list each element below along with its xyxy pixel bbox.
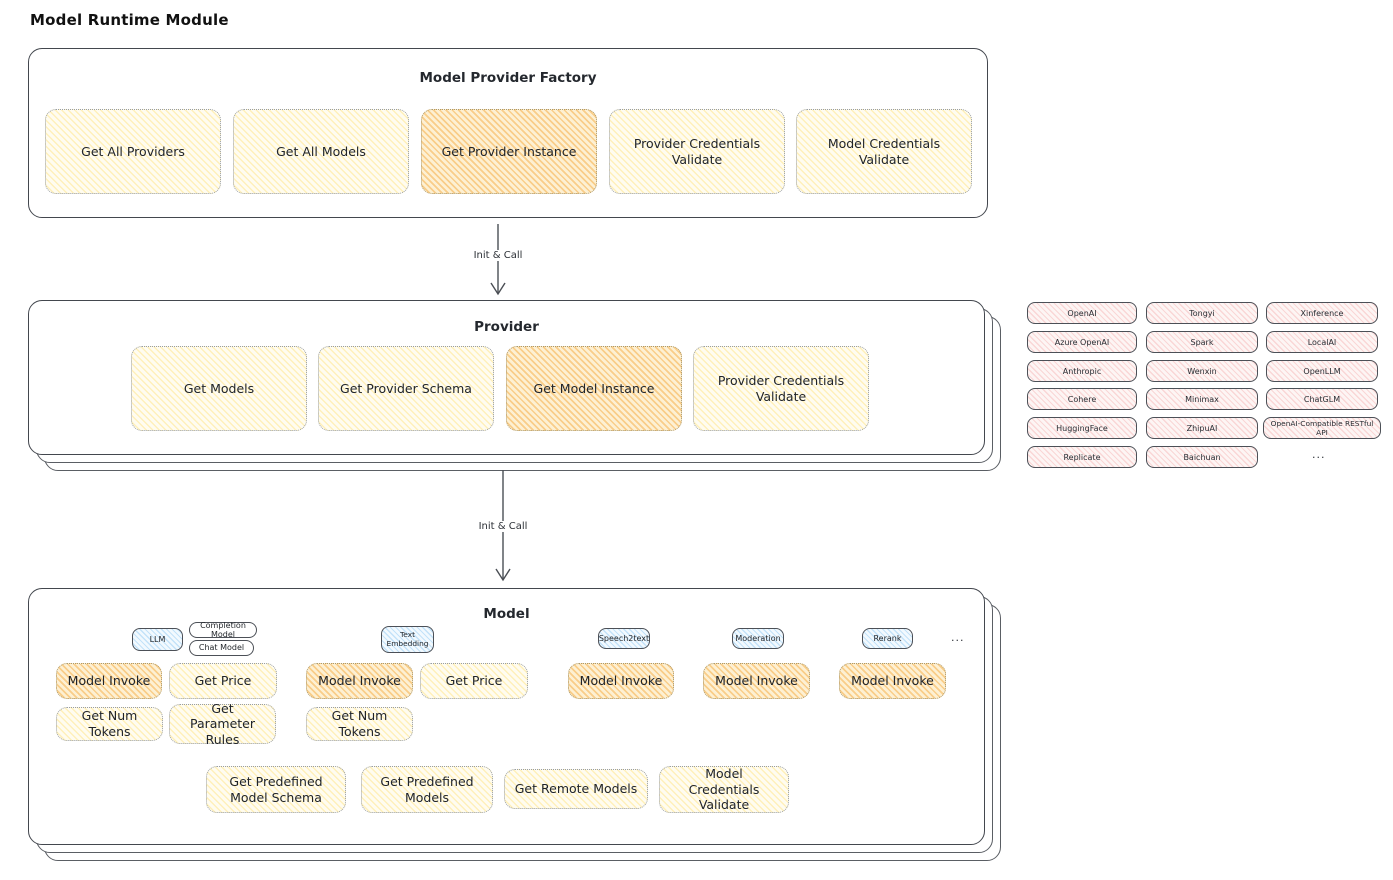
- factory-get-provider-instance-box: Get Provider Instance: [421, 109, 597, 194]
- model-types-more-ellipsis: ...: [951, 631, 965, 644]
- model-panel: Model LLM Completion Model Chat Model Te…: [28, 588, 985, 845]
- provider-credentials-validate-box: Provider Credentials Validate: [693, 346, 869, 431]
- model-credentials-validate-box: Model Credentials Validate: [659, 766, 789, 813]
- provider-chip-openai: OpenAI: [1027, 302, 1137, 324]
- model-type-tag-text-embedding: Text Embedding: [381, 626, 434, 653]
- model-panel-title: Model: [483, 606, 530, 622]
- factory-panel: Model Provider Factory Get All Providers…: [28, 48, 988, 218]
- factory-provider-credentials-validate-box: Provider Credentials Validate: [609, 109, 785, 194]
- factory-model-credentials-validate-box: Model Credentials Validate: [796, 109, 972, 194]
- provider-chip-localai: LocalAI: [1266, 331, 1378, 353]
- factory-get-all-models-box: Get All Models: [233, 109, 409, 194]
- provider-panel-title: Provider: [474, 319, 539, 335]
- factory-get-all-providers-box: Get All Providers: [45, 109, 221, 194]
- provider-chip-baichuan: Baichuan: [1146, 446, 1258, 468]
- provider-panel: Provider Get Models Get Provider Schema …: [28, 300, 985, 455]
- llm-get-parameter-rules-box: Get Parameter Rules: [169, 701, 276, 747]
- moderation-model-invoke-box: Model Invoke: [703, 663, 810, 699]
- provider-chip-tongyi: Tongyi: [1146, 302, 1258, 324]
- get-predefined-models-box: Get Predefined Models: [361, 766, 493, 813]
- provider-chip-xinference: Xinference: [1266, 302, 1378, 324]
- model-type-tag-rerank: Rerank: [862, 628, 913, 649]
- model-type-tag-llm: LLM: [132, 628, 183, 651]
- llm-get-num-tokens-box: Get Num Tokens: [56, 707, 163, 741]
- get-predefined-model-schema-box: Get Predefined Model Schema: [206, 766, 346, 813]
- model-type-tag-completion-model: Completion Model: [189, 621, 257, 639]
- provider-chip-replicate: Replicate: [1027, 446, 1137, 468]
- provider-chip-chatglm: ChatGLM: [1266, 388, 1378, 410]
- provider-get-models-box: Get Models: [131, 346, 307, 431]
- provider-get-provider-schema-box: Get Provider Schema: [318, 346, 494, 431]
- rerank-model-invoke-box: Model Invoke: [839, 663, 946, 699]
- providers-grid: OpenAI Azure OpenAI Anthropic Cohere Hug…: [1027, 302, 1383, 470]
- provider-chip-azure-openai: Azure OpenAI: [1027, 331, 1137, 353]
- provider-chip-wenxin: Wenxin: [1146, 360, 1258, 382]
- provider-chip-anthropic: Anthropic: [1027, 360, 1137, 382]
- provider-chip-spark: Spark: [1146, 331, 1258, 353]
- arrow-2-label: Init & Call: [473, 521, 533, 532]
- factory-panel-title: Model Provider Factory: [419, 70, 597, 86]
- speech2text-model-invoke-box: Model Invoke: [568, 663, 674, 699]
- model-type-tag-chat-model: Chat Model: [189, 640, 254, 656]
- provider-chip-huggingface: HuggingFace: [1027, 417, 1137, 439]
- llm-get-price-box: Get Price: [169, 663, 277, 699]
- model-type-tag-moderation: Moderation: [732, 628, 784, 649]
- text-embedding-model-invoke-box: Model Invoke: [306, 663, 413, 699]
- provider-chip-openai-compatible-restful-api: OpenAI-Compatible RESTful API: [1263, 417, 1381, 439]
- text-embedding-get-num-tokens-box: Get Num Tokens: [306, 707, 413, 741]
- diagram-title: Model Runtime Module: [30, 11, 229, 29]
- provider-chip-openllm: OpenLLM: [1266, 360, 1378, 382]
- provider-chip-minimax: Minimax: [1146, 388, 1258, 410]
- text-embedding-get-price-box: Get Price: [420, 663, 528, 699]
- arrow-1-label: Init & Call: [468, 250, 528, 261]
- model-type-tag-speech2text: Speech2text: [598, 628, 650, 649]
- get-remote-models-box: Get Remote Models: [504, 769, 648, 809]
- provider-chip-zhipuai: ZhipuAI: [1146, 417, 1258, 439]
- providers-more-ellipsis: ...: [1312, 448, 1326, 461]
- provider-get-model-instance-box: Get Model Instance: [506, 346, 682, 431]
- llm-model-invoke-box: Model Invoke: [56, 663, 162, 699]
- provider-chip-cohere: Cohere: [1027, 388, 1137, 410]
